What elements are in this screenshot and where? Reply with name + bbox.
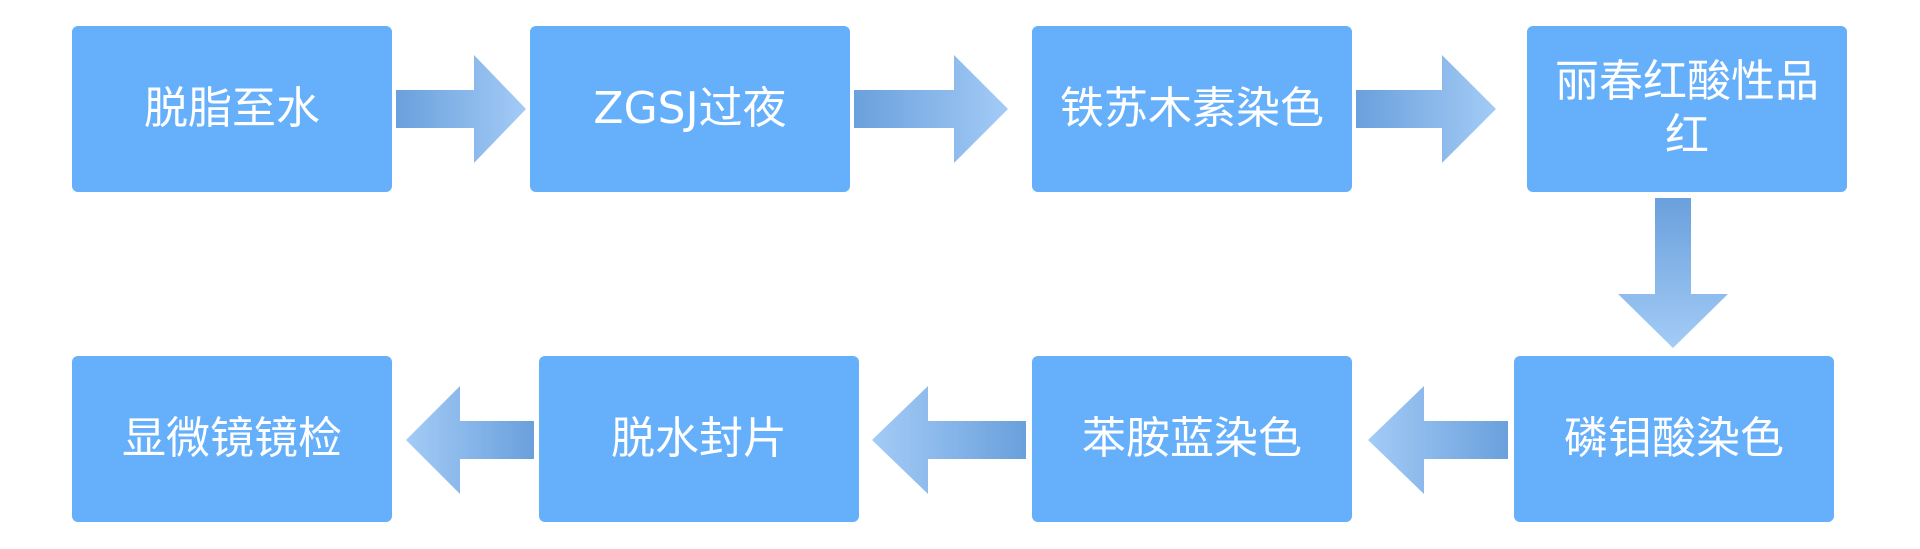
step-phosphomolybdic-acid: 磷钼酸染色 <box>1514 356 1834 522</box>
step-label: 脱脂至水 <box>144 83 320 134</box>
step-microscope-exam: 显微镜镜检 <box>72 356 392 522</box>
step-dehydrate-mount: 脱水封片 <box>539 356 859 522</box>
step-label: 脱水封片 <box>611 413 787 464</box>
step-label: 铁苏木素染色 <box>1060 83 1324 134</box>
step-aniline-blue: 苯胺蓝染色 <box>1032 356 1352 522</box>
arrow-right-icon <box>1356 55 1496 163</box>
step-label: 苯胺蓝染色 <box>1082 413 1302 464</box>
step-label: 磷钼酸染色 <box>1564 413 1784 464</box>
arrow-right-icon <box>396 55 526 163</box>
step-zgsj-overnight: ZGSJ过夜 <box>530 26 850 192</box>
step-dewax: 脱脂至水 <box>72 26 392 192</box>
arrow-right-icon <box>854 55 1008 163</box>
step-label: 丽春红酸性品红 <box>1555 56 1819 161</box>
step-label: 显微镜镜检 <box>122 413 342 464</box>
arrow-down-icon <box>1618 198 1728 348</box>
step-label: ZGSJ过夜 <box>593 83 787 134</box>
arrow-left-icon <box>872 386 1026 494</box>
step-ponceau-acid-fuchsin: 丽春红酸性品红 <box>1527 26 1847 192</box>
arrow-left-icon <box>406 386 534 494</box>
arrow-left-icon <box>1368 386 1508 494</box>
step-iron-hematoxylin: 铁苏木素染色 <box>1032 26 1352 192</box>
